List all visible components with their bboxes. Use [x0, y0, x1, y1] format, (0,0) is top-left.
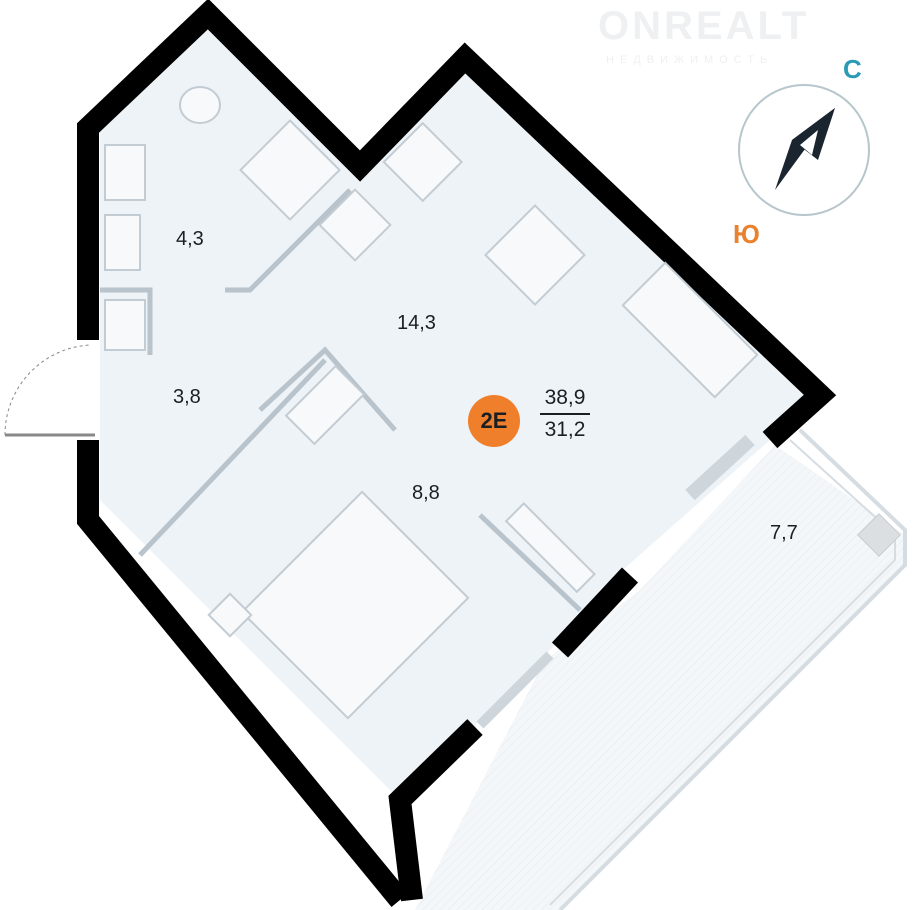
balcony-floor	[415, 445, 905, 910]
compass-south-label: Ю	[733, 219, 760, 249]
room-area-bathroom: 4,3	[176, 228, 204, 250]
furniture	[104, 86, 759, 720]
walls	[77, 0, 837, 907]
window	[476, 651, 554, 729]
total-area: 38,9	[544, 386, 586, 409]
desk	[504, 502, 596, 594]
balcony-glazing-inner	[549, 439, 896, 906]
window	[685, 434, 755, 501]
living-area: 31,2	[544, 418, 586, 442]
fraction-divider	[540, 413, 590, 416]
room-area-hall: 3,8	[173, 386, 201, 408]
entrance-door	[4, 344, 95, 437]
dining-table	[484, 204, 586, 306]
nightstand	[207, 592, 253, 638]
shower-tray	[104, 299, 146, 351]
stove	[382, 121, 464, 203]
partitions	[100, 188, 582, 612]
watermark-subtitle: НЕДВИЖИМОСТЬ	[606, 54, 774, 66]
shower	[239, 119, 341, 221]
fridge	[284, 364, 366, 446]
area-fraction: 38,9 31,2	[540, 386, 590, 442]
toilet	[179, 86, 221, 124]
watermark-logo: ONREALT	[598, 4, 810, 48]
bed	[240, 490, 470, 720]
room-area-kitchen-living: 14,3	[397, 312, 436, 334]
kitchen-sink	[318, 188, 392, 262]
washer	[104, 214, 141, 271]
compass-north-label: С	[843, 54, 862, 84]
apartment-type-badge: 2E	[468, 395, 520, 447]
room-area-balcony: 7,7	[770, 522, 798, 544]
sofa	[621, 261, 759, 399]
compass	[738, 84, 870, 216]
balcony-glazing	[558, 428, 907, 910]
sink	[104, 144, 146, 201]
room-area-bedroom: 8,8	[412, 482, 440, 504]
balcony-column	[857, 513, 901, 557]
